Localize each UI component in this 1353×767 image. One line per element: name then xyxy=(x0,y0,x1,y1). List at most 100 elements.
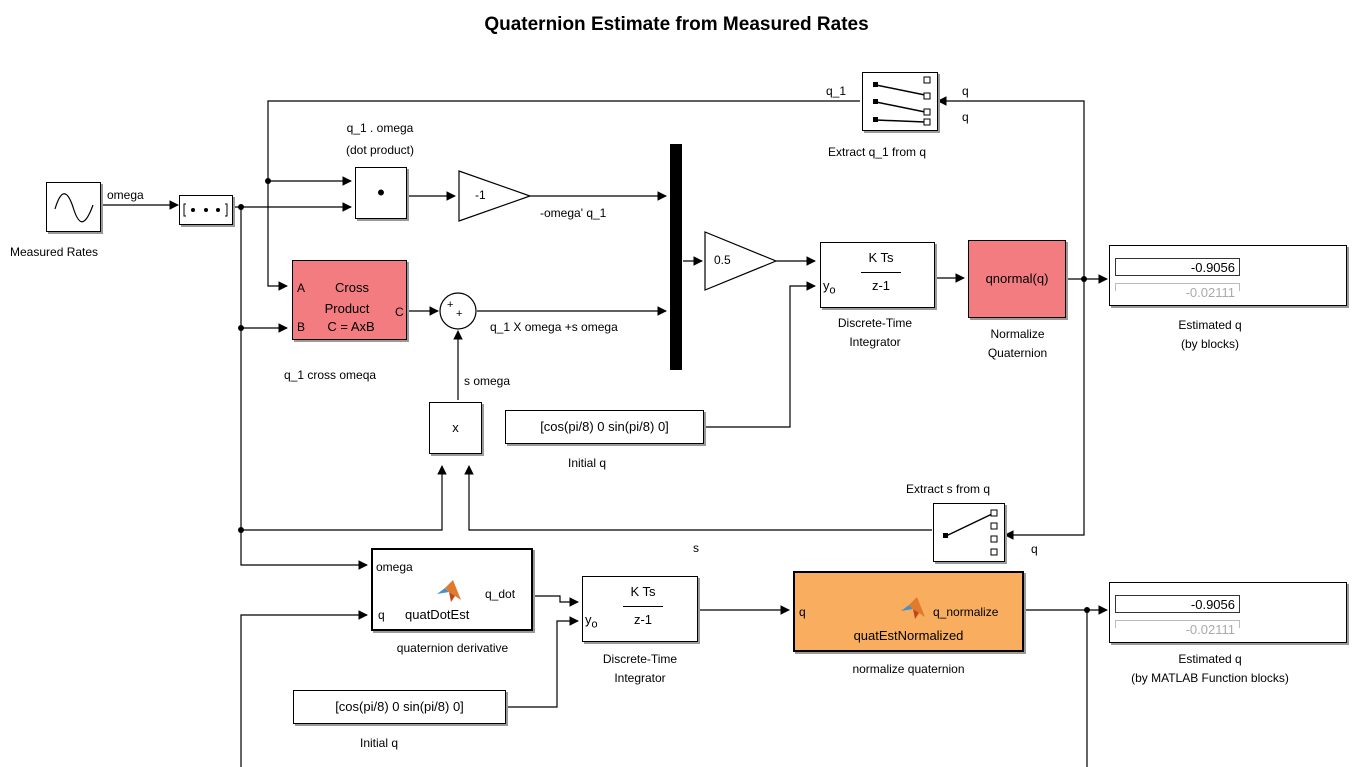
display-bottom-value2: -0.02111 xyxy=(1115,620,1240,637)
quatdot-caption: quaternion derivative xyxy=(396,641,509,655)
gain-neg-triangle xyxy=(458,170,532,222)
integrator-top-port-sub: o xyxy=(829,284,836,297)
wire-s-to-mult xyxy=(464,465,932,531)
matlab-logo-icon xyxy=(437,580,461,602)
display-top-value2: -0.02111 xyxy=(1115,283,1240,300)
cross-port-b: B xyxy=(297,320,306,334)
dot-product-label1: q_1 . omega xyxy=(346,121,414,135)
wire-init-to-int xyxy=(704,281,816,428)
omega-signal-label: omega xyxy=(107,188,144,202)
cross-port-a: A xyxy=(297,281,306,295)
matlab-logo-icon xyxy=(901,597,925,619)
measured-rates-label: Measured Rates xyxy=(10,245,99,259)
selector-icon xyxy=(183,203,228,217)
quatnorm-name: quatEstNormalized xyxy=(853,628,964,643)
display-bottom-value: -0.9056 xyxy=(1115,595,1240,613)
display-top-caption1: Estimated q xyxy=(1178,318,1242,332)
dot-product-label2: (dot product) xyxy=(345,143,415,157)
quatnorm-out: q_normalize xyxy=(933,605,999,619)
wire-quatdot-to-int xyxy=(533,595,579,607)
extract-q1-in-label2: q xyxy=(962,110,969,124)
integrator-top-num: K Ts xyxy=(868,250,894,265)
gain-half-triangle xyxy=(704,231,778,291)
multiply-block[interactable]: x xyxy=(429,402,482,454)
normalize-caption1: Normalize xyxy=(990,327,1045,341)
extract-q1-in-label1: q xyxy=(962,84,969,98)
display-top-block[interactable]: -0.9056 -0.02111 xyxy=(1109,245,1347,306)
reshape-block[interactable] xyxy=(179,195,233,225)
display-bottom-block[interactable]: -0.9056 -0.02111 xyxy=(1109,582,1347,643)
vector-concatenate-bar[interactable] xyxy=(670,144,682,370)
quatdot-out: q_dot xyxy=(485,587,516,601)
quatnorm-caption: normalize quaternion xyxy=(852,662,965,676)
cross-formula: C = AxB xyxy=(327,319,375,334)
integrator-top-port: y xyxy=(823,278,830,293)
wire-q-to-extract-q1 xyxy=(937,96,1085,279)
extract-q1-out-label: q_1 xyxy=(826,84,847,98)
normalize-quaternion-block[interactable]: qnormal(q) xyxy=(968,240,1066,318)
initial-q-top-caption: Initial q xyxy=(568,456,607,470)
extract-s-block[interactable] xyxy=(933,503,1005,562)
cross-port-c: C xyxy=(395,305,404,319)
wire-feedback-to-quatdot-q xyxy=(240,610,368,767)
integrator-top-caption1: Discrete-Time xyxy=(837,316,913,330)
quaternion-derivative-block[interactable]: omega q q_dot quatDotEst xyxy=(371,548,533,631)
display-top-caption2: (by blocks) xyxy=(1180,337,1239,351)
selector-icon xyxy=(943,509,998,556)
selector-icon xyxy=(873,76,931,126)
s-omega-label: s omega xyxy=(464,374,511,388)
integrator-bottom-port-sub: o xyxy=(591,618,598,631)
integrator-top-den: z-1 xyxy=(871,278,891,293)
display-bottom-caption1: Estimated q xyxy=(1178,652,1242,666)
extract-s-caption: Extract s from q xyxy=(906,482,991,496)
initial-q-top-block[interactable]: [cos(pi/8) 0 sin(pi/8) 0] xyxy=(505,410,704,444)
integrator-bottom-caption2: Integrator xyxy=(614,671,666,685)
quatdot-in-omega: omega xyxy=(376,560,413,574)
quat-normalize-block[interactable]: q q_normalize quatEstNormalized xyxy=(793,571,1024,652)
quatdot-name: quatDotEst xyxy=(405,607,470,622)
extract-q1-block[interactable] xyxy=(862,72,938,131)
display-bottom-caption2: (by MATLAB Function blocks) xyxy=(1131,671,1289,685)
wire-omega-to-mult xyxy=(241,465,447,531)
integrator-top-block[interactable]: K Ts z-1 yo xyxy=(820,242,935,308)
normalize-caption2: Quaternion xyxy=(987,346,1048,360)
sum-plus1: + xyxy=(447,299,454,311)
cross-title1: Cross xyxy=(335,280,369,295)
gain-half-value[interactable]: 0.5 xyxy=(714,253,731,267)
initial-q-top-value: [cos(pi/8) 0 sin(pi/8) 0] xyxy=(540,419,669,434)
initial-q-bottom-block[interactable]: [cos(pi/8) 0 sin(pi/8) 0] xyxy=(293,690,506,724)
normalize-quaternion-label: qnormal(q) xyxy=(985,271,1049,286)
integrator-bottom-port: y xyxy=(585,612,592,627)
dot-product-block[interactable]: • xyxy=(355,167,407,219)
initial-q-bottom-value: [cos(pi/8) 0 sin(pi/8) 0] xyxy=(335,699,464,714)
extract-s-out-label: s xyxy=(693,541,699,555)
quatnorm-in: q xyxy=(799,605,806,619)
extract-s-in-label: q xyxy=(1031,542,1038,556)
wire-q1-to-cross-a xyxy=(267,100,860,291)
diagram-title: Quaternion Estimate from Measured Rates xyxy=(484,14,869,35)
wire-init2-to-int xyxy=(506,616,579,708)
initial-q-bottom-caption: Initial q xyxy=(360,736,399,750)
integrator-bottom-num: K Ts xyxy=(630,584,656,599)
integrator-bottom-fraction-bar xyxy=(623,606,663,607)
gain-neg-output-label: -omega' q_1 xyxy=(540,206,607,220)
cross-product-block[interactable] xyxy=(292,260,407,340)
cross-title2: Product xyxy=(324,301,370,316)
sine-wave-source[interactable] xyxy=(46,182,101,232)
integrator-bottom-block[interactable]: K Ts z-1 yo xyxy=(582,576,698,642)
sine-wave-icon xyxy=(54,193,94,223)
sum-circle xyxy=(439,292,477,330)
sum-plus2: + xyxy=(456,308,463,320)
sum-output-label: q_1 X omega +s omega xyxy=(490,320,618,334)
display-top-value: -0.9056 xyxy=(1115,258,1240,276)
extract-q1-caption: Extract q_1 from q xyxy=(828,145,927,159)
integrator-top-fraction-bar xyxy=(861,272,901,273)
wire-q-to-extract-s xyxy=(1004,279,1085,540)
integrator-top-caption2: Integrator xyxy=(849,335,901,349)
integrator-bottom-caption1: Discrete-Time xyxy=(602,652,678,666)
quatdot-in-q: q xyxy=(378,608,385,622)
cross-caption: q_1 cross omeqa xyxy=(284,368,377,382)
gain-neg-value[interactable]: -1 xyxy=(475,188,486,202)
integrator-bottom-den: z-1 xyxy=(633,612,653,627)
